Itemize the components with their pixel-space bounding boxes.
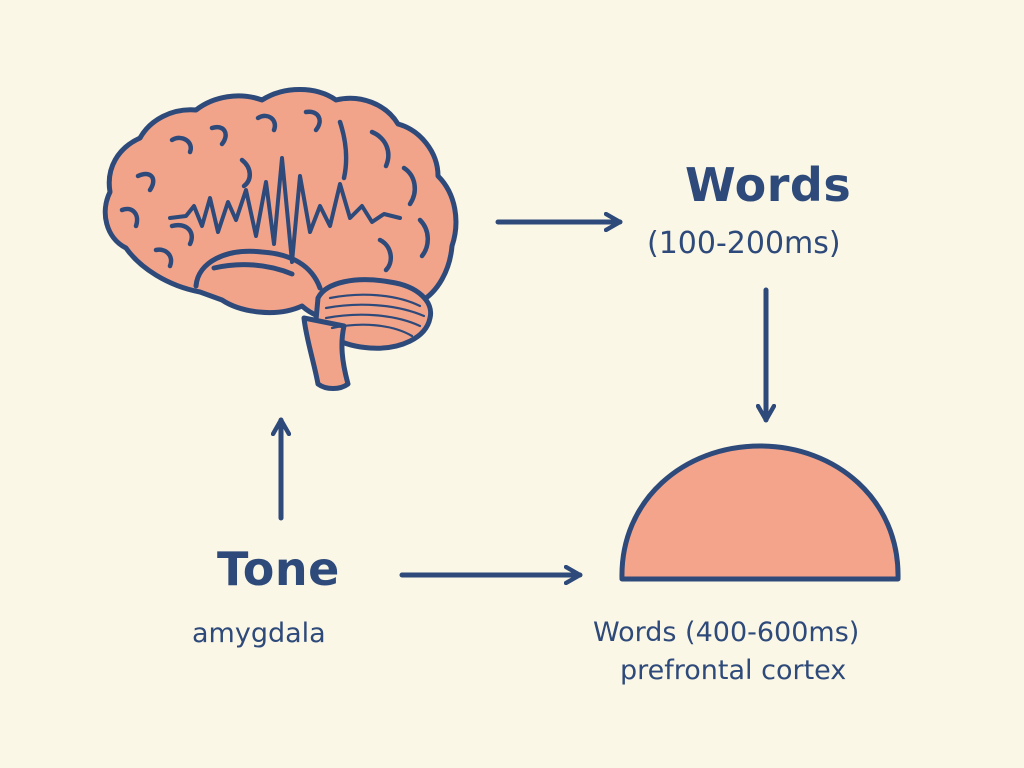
words-slow-line1: Words (400-600ms) <box>593 617 860 648</box>
words-fast-timing: (100-200ms) <box>647 226 841 261</box>
brain-icon <box>102 87 459 391</box>
tone-title: Tone <box>217 542 340 596</box>
temporal-fold <box>193 248 323 291</box>
brainstem <box>301 315 351 391</box>
dome-icon <box>619 443 901 582</box>
words-slow-line2: prefrontal cortex <box>620 655 847 686</box>
tone-region: amygdala <box>192 618 326 649</box>
words-fast-title: Words <box>685 158 852 212</box>
